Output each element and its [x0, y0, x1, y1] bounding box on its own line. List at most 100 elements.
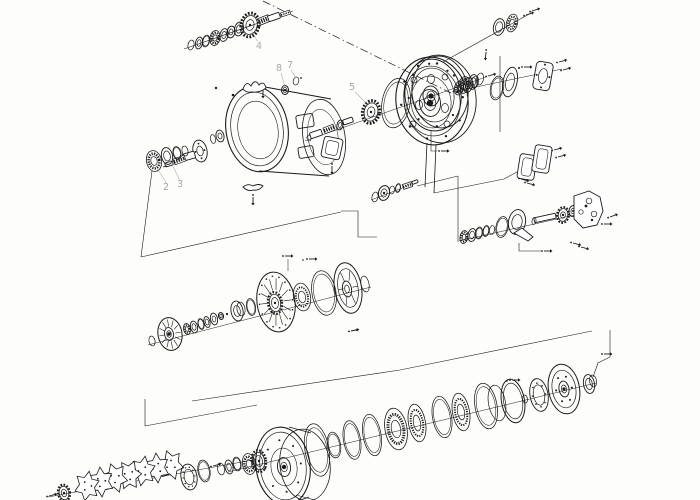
- rivets: [184, 467, 187, 469]
- o-ring: [395, 183, 401, 193]
- bearing: [243, 455, 255, 473]
- governor-disc: [380, 188, 388, 198]
- part-label-7: 7: [287, 60, 293, 71]
- bolt: [601, 353, 603, 355]
- ring: [203, 316, 211, 328]
- bolt: [572, 242, 579, 245]
- carrier-hub: [422, 85, 440, 107]
- impeller-flange: [513, 227, 534, 242]
- bolt-dot: [231, 93, 235, 97]
- clutch-hub: [266, 290, 284, 316]
- clutch-ribs: [263, 284, 271, 294]
- pump-shaft: [533, 213, 557, 223]
- rivets: [278, 276, 280, 279]
- spokes: [352, 286, 358, 288]
- spokes: [351, 294, 356, 304]
- bolt: [610, 222, 613, 226]
- tabbed-plate: [159, 470, 162, 473]
- end-plate-hub: [561, 384, 567, 394]
- bearing: [183, 324, 191, 334]
- rivets: [188, 485, 190, 488]
- bolt: [330, 172, 334, 175]
- bolt: [531, 11, 535, 15]
- part-label-8: 8: [276, 63, 282, 74]
- pilot-plug: [217, 132, 223, 140]
- shift-fork: [242, 81, 267, 93]
- leader-drum: [295, 494, 316, 500]
- splined-disc: [183, 468, 195, 486]
- bolt: [557, 155, 564, 158]
- bolt: [331, 163, 333, 165]
- governor-disc: [377, 185, 391, 201]
- bolt: [350, 329, 357, 332]
- clutch-ribs: [283, 305, 291, 311]
- splined-sleeve: [402, 182, 413, 189]
- rivets: [291, 298, 294, 301]
- bolt: [578, 242, 582, 247]
- ring: [462, 77, 474, 93]
- end-plate-hub: [558, 380, 570, 398]
- clutch-plate: [256, 271, 296, 333]
- splined-ring: [451, 392, 471, 432]
- turbine-hub-center: [166, 330, 172, 338]
- rivets: [191, 485, 194, 487]
- bolt: [537, 7, 541, 11]
- o-ring: [233, 457, 241, 471]
- o-ring: [363, 417, 381, 453]
- pump-dot: [590, 218, 594, 222]
- turbine-fins: [175, 331, 181, 334]
- rivets: [532, 386, 534, 389]
- o-ring: [344, 423, 360, 457]
- pump-rotor: [557, 208, 569, 222]
- bolt-holes: [271, 484, 274, 487]
- ring: [204, 318, 210, 326]
- threaded-tip: [280, 11, 291, 16]
- hub-center: [426, 99, 434, 107]
- tabbed-plate: [170, 459, 172, 462]
- bolt: [586, 246, 590, 251]
- splined-ring: [294, 286, 310, 308]
- bolt: [570, 241, 572, 244]
- turbine-fins: [171, 341, 173, 349]
- bolt-holes: [297, 481, 300, 484]
- stud-bolt: [483, 57, 488, 61]
- end-hub: [582, 374, 596, 394]
- bolt: [282, 255, 284, 257]
- clutch-hub: [273, 301, 277, 305]
- rivets: [182, 471, 184, 473]
- stud-bolt: [485, 51, 487, 59]
- tabbed-plate: [131, 470, 134, 473]
- o-ring: [489, 75, 505, 101]
- o-ring: [395, 183, 401, 193]
- small-gear: [60, 488, 68, 498]
- clutch-ribs: [278, 313, 283, 325]
- turbine-fins: [159, 334, 165, 337]
- case-inner: [403, 65, 461, 137]
- bolt-dot: [214, 86, 218, 90]
- bolt: [607, 216, 610, 219]
- collar: [338, 122, 342, 128]
- housing-back-inner: [307, 108, 339, 166]
- clutch-ribs: [281, 289, 289, 297]
- turbine-fins: [159, 328, 165, 332]
- large-o-ring: [474, 382, 498, 430]
- splined-ring: [453, 397, 469, 427]
- tabbed-plate: [173, 466, 176, 469]
- bearing: [454, 82, 464, 94]
- leader-seal-band: [140, 170, 153, 258]
- bolt: [487, 74, 494, 77]
- case-leg: [433, 144, 437, 194]
- splined-disc: [529, 378, 549, 412]
- tabbed-plate: [83, 481, 86, 484]
- o-ring: [495, 216, 509, 238]
- tabbed-plate: [166, 466, 169, 469]
- rivets: [278, 326, 281, 329]
- bolt: [532, 182, 536, 187]
- bolt: [46, 495, 48, 498]
- case-boss: [410, 76, 418, 84]
- tabbed-plate: [114, 481, 116, 484]
- washer: [476, 72, 484, 86]
- callout-pump-top: [416, 175, 459, 187]
- spokes: [348, 270, 351, 281]
